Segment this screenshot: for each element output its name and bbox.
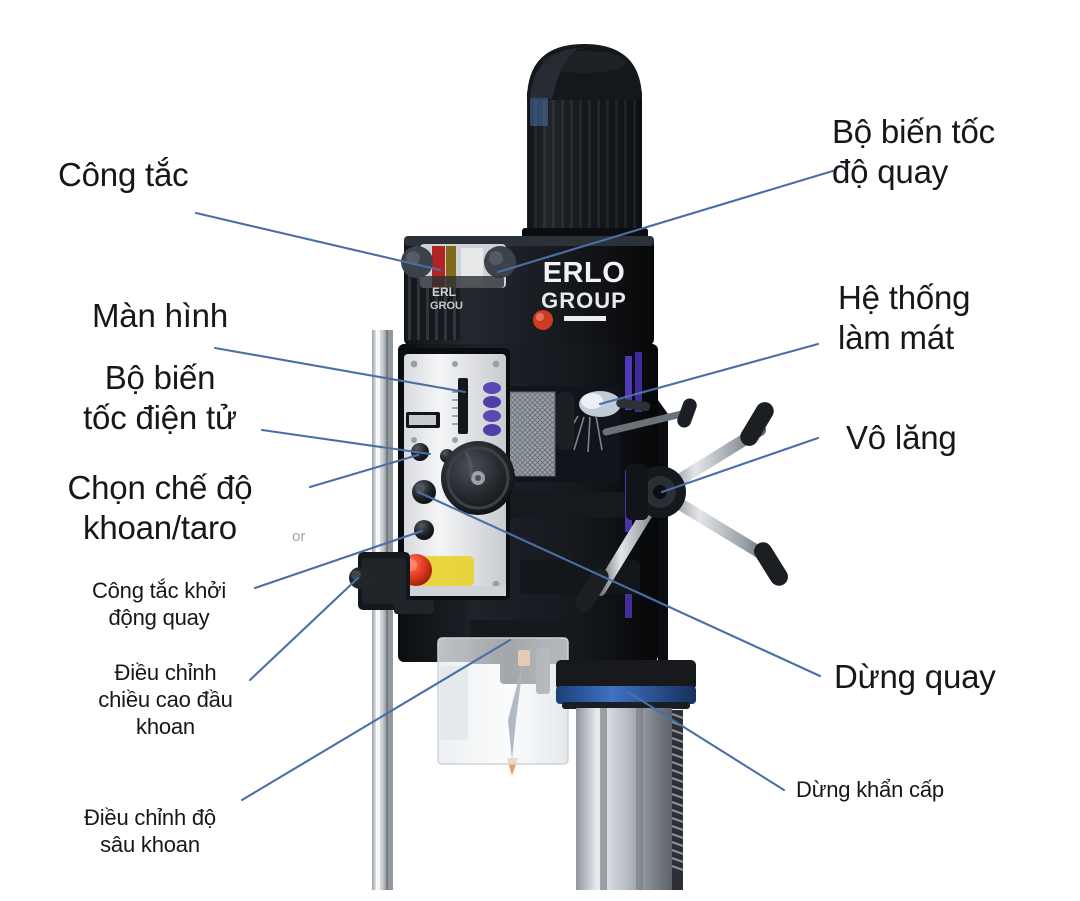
callout-chon-che-do: Chọn chế độ khoan/taro — [67, 469, 253, 547]
control-panel — [398, 348, 515, 600]
fine-feed-wheel[interactable] — [441, 441, 515, 515]
callout-cong-tac-khoi-dong: Công tắc khởi động quay — [91, 578, 227, 630]
upper-lever — [602, 398, 697, 436]
machine-head: ERLO GROUP ERL GROU — [401, 236, 654, 346]
brand-grou-small: GROU — [430, 300, 463, 312]
callout-dung-quay: Dừng quay — [834, 658, 996, 695]
function-buttons[interactable] — [483, 382, 501, 436]
machine-column — [556, 660, 696, 890]
brand-erl-small: ERL — [432, 285, 456, 299]
pilot-light[interactable] — [533, 310, 553, 330]
brand-logo: ERLO GROUP — [541, 257, 627, 321]
callout-cong-tac: Công tắc — [58, 156, 189, 193]
mode-knob[interactable] — [412, 480, 436, 504]
emergency-stop-button[interactable] — [400, 554, 474, 586]
callout-dieu-chinh-chieu-cao: Điều chỉnh chiều cao đầu khoan — [98, 660, 233, 739]
brand-group: GROUP — [541, 288, 627, 313]
callout-man-hinh: Màn hình — [92, 297, 228, 334]
callout-he-thong-lam-mat: Hệ thống làm mát — [838, 279, 971, 357]
coolant-nozzle — [556, 391, 651, 453]
callout-dieu-chinh-do-sau: Điều chỉnh độ sâu khoan — [84, 805, 216, 857]
start-knob[interactable] — [414, 520, 434, 540]
callout-vo-lang: Vô lăng — [846, 419, 957, 456]
stray-or-text: or — [292, 528, 306, 545]
callout-bo-bien-toc-do-quay: Bộ biến tốc độ quay — [832, 113, 995, 191]
callout-bo-bien-toc-dien-tu: Bộ biến tốc điện tử — [83, 359, 237, 437]
motor-assembly — [522, 44, 648, 244]
rack-teeth — [672, 710, 683, 890]
brand-erlo: ERLO — [543, 257, 626, 289]
callout-dung-khan-cap: Dừng khẩn cấp — [796, 777, 944, 802]
selector-knob-1[interactable] — [411, 443, 429, 461]
